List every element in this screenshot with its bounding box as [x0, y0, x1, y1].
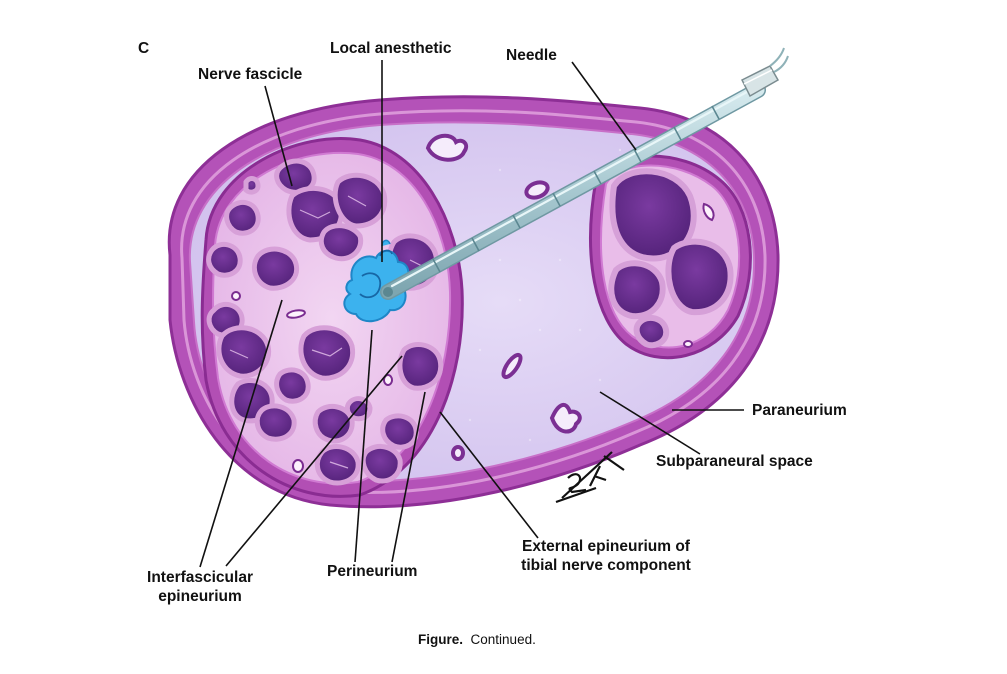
artist-signature	[555, 451, 625, 504]
common-peroneal-component	[589, 154, 752, 360]
leader-interfascicular-2	[225, 355, 403, 567]
needle	[380, 47, 789, 300]
subparaneural-space-texture	[458, 138, 622, 442]
panel-letter: C	[138, 40, 150, 57]
leader-interfascicular-1	[199, 299, 283, 568]
label-interfascicular-line1: Interfascicular	[147, 569, 253, 586]
leader-external-epineurium	[439, 411, 539, 539]
leader-perineurium-2	[391, 391, 426, 563]
label-perineurium: Perineurium	[327, 563, 418, 580]
leader-nerve-fascicle	[264, 85, 293, 187]
blood-vessels	[425, 133, 582, 461]
caption-text: Continued.	[470, 632, 536, 647]
leader-lines	[199, 60, 744, 568]
fascicle-cracks	[229, 195, 427, 469]
leader-needle	[571, 61, 637, 151]
label-external-epineurium: External epineurium of tibial nerve comp…	[490, 537, 722, 575]
label-local-anesthetic: Local anesthetic	[330, 40, 452, 57]
figure-caption: Figure. Continued.	[418, 632, 536, 647]
label-needle: Needle	[506, 47, 557, 64]
label-interfascicular-epineurium: Interfascicular epineurium	[126, 568, 274, 606]
leader-perineurium-1	[354, 329, 373, 563]
label-paraneurium: Paraneurium	[752, 402, 847, 419]
leader-subparaneural-space	[599, 391, 701, 455]
label-subparaneural-space: Subparaneural space	[656, 453, 813, 470]
caption-prefix: Figure.	[418, 632, 464, 647]
interfascicular-vessels	[231, 291, 393, 473]
label-external-epineurium-line2: tibial nerve component	[521, 557, 691, 574]
local-anesthetic-blob	[343, 239, 410, 323]
tibial-fascicles	[206, 158, 444, 486]
label-nerve-fascicle: Nerve fascicle	[198, 66, 303, 83]
label-interfascicular-line2: epineurium	[158, 588, 242, 605]
label-external-epineurium-line1: External epineurium of	[522, 538, 690, 555]
